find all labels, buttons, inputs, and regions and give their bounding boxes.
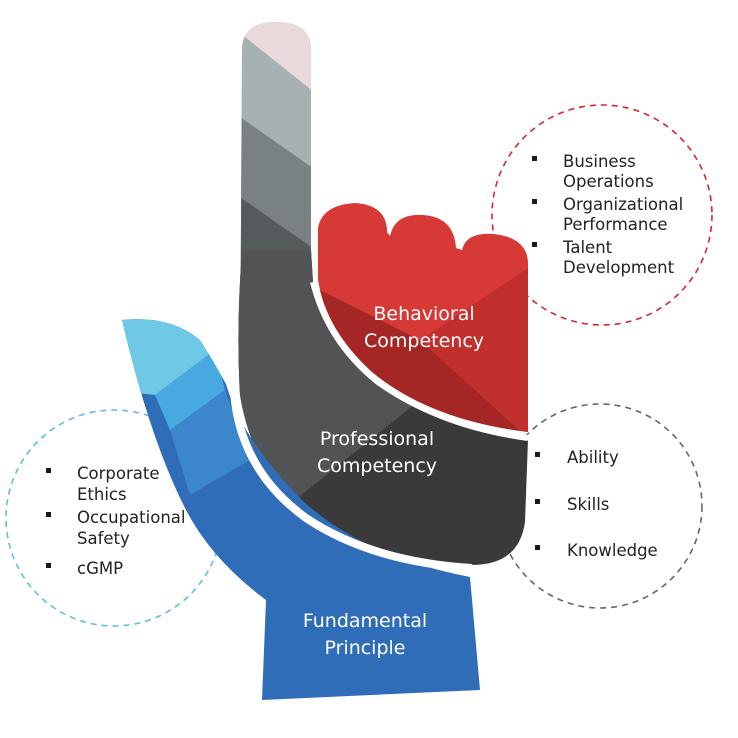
fundamental-item-2-line2: Safety (77, 529, 130, 548)
square-bullet-icon (535, 545, 540, 550)
behavioral-circle (491, 104, 713, 326)
fundamental-title-line2: Principle (324, 637, 405, 659)
square-bullet-icon (535, 452, 540, 457)
square-bullet-icon (46, 512, 51, 517)
behavioral-list: Business Operations Organizational Perfo… (532, 152, 683, 277)
behavioral-title-line2: Competency (364, 330, 484, 352)
professional-title-line2: Competency (317, 455, 437, 477)
behavioral-item-1-line1: Business (563, 152, 636, 171)
square-bullet-icon (46, 468, 51, 473)
square-bullet-icon (532, 156, 537, 161)
professional-item-1: Ability (567, 448, 619, 467)
fundamental-item-1-line2: Ethics (77, 485, 127, 504)
hand-index-finger (240, 22, 311, 392)
behavioral-item-3-line1: Talent (562, 238, 613, 257)
behavioral-item-2-line1: Organizational (563, 195, 683, 214)
square-bullet-icon (532, 199, 537, 204)
fundamental-list: Corporate Ethics Occupational Safety cGM… (46, 464, 185, 578)
professional-list: Ability Skills Knowledge (535, 448, 658, 560)
behavioral-item-3-line2: Development (563, 258, 675, 277)
fundamental-item-2-line1: Occupational (77, 508, 185, 527)
fundamental-title: Fundamental (303, 610, 427, 632)
behavioral-item-2-line2: Performance (563, 215, 668, 234)
professional-item-3: Knowledge (567, 541, 658, 560)
square-bullet-icon (535, 499, 540, 504)
square-bullet-icon (46, 563, 51, 568)
behavioral-item-1-line2: Operations (563, 172, 654, 191)
separator-dark-blue (230, 391, 473, 572)
square-bullet-icon (532, 242, 537, 247)
behavioral-title: Behavioral (373, 303, 474, 325)
fundamental-item-3-line1: cGMP (77, 559, 123, 578)
fundamental-item-1-line1: Corporate (77, 464, 159, 483)
separator-red-dark (310, 281, 529, 441)
professional-title: Professional (320, 428, 434, 450)
professional-item-2: Skills (567, 495, 609, 514)
